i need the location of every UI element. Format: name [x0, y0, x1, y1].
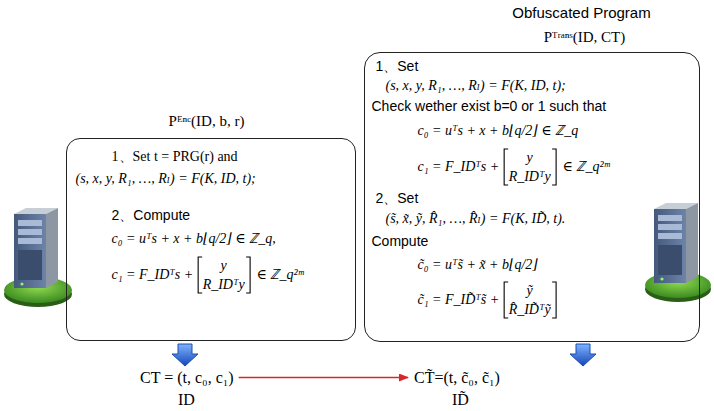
ciphertext-label: ID̃	[452, 390, 469, 409]
vector-bracket	[198, 257, 202, 293]
program-heading: Obfuscated Program	[512, 4, 650, 22]
formula-part: c₁ = F_IDᵀs +	[418, 158, 500, 175]
program-line: Check wether exist b=0 or 1 such that	[372, 98, 607, 115]
drive-bay	[18, 229, 42, 235]
vector-bracket	[552, 149, 556, 185]
program-line: (s, x, y, R₁, …, Rₗ) = F(K, ID, t);	[386, 77, 566, 94]
vector-bracket	[504, 282, 508, 318]
drive-bay	[658, 224, 682, 230]
program-line: c₀ = uᵀs + x + b⌊q/2⌋ ∈ ℤ_q	[418, 122, 579, 139]
formula-part: ∈ ℤ_q²ᵐ	[563, 158, 610, 175]
program-line: Compute	[372, 233, 429, 250]
drive-bay	[658, 233, 682, 239]
formula-part: R_IDᵀy	[203, 276, 245, 293]
server-illustration	[4, 208, 72, 307]
program-line: c₀ = uᵀs + x + b⌊q/2⌋ ∈ ℤ_q,	[112, 230, 276, 247]
server-grille	[658, 245, 682, 275]
formula-part: R̂_ID̃ᵀỹ	[509, 301, 551, 318]
drive-bay	[658, 215, 682, 221]
server-side	[686, 203, 698, 283]
vector-bracket	[246, 257, 250, 293]
status-light	[20, 282, 23, 285]
server-grille	[18, 250, 42, 280]
program-box: Pᴱⁿᶜ(ID, b, r)1、Set t = PRG(r) and(s, x,…	[66, 138, 356, 341]
program-line: (s, x, y, R₁, …, Rₗ) = F(K, ID, t);	[76, 170, 256, 187]
formula-part: c̃₁ = F_ID̃ᵀs̃ +	[418, 291, 500, 308]
formula-part: y	[527, 149, 533, 166]
ciphertext-label: ID	[178, 390, 195, 409]
program-line: c̃₀ = uᵀs̃ + x̃ + b⌊q/2⌋	[418, 256, 538, 273]
program-box: Obfuscated ProgramPᵀʳᵃⁿˢ(ID, CT)1、Set(s,…	[364, 52, 700, 342]
server-side	[46, 208, 58, 288]
program-line: 1、Set t = PRG(r) and	[112, 148, 238, 165]
formula-part: ∈ ℤ_q²ᵐ	[257, 266, 304, 283]
vector-bracket	[504, 149, 508, 185]
formula-part: R_IDᵀy	[509, 168, 551, 185]
status-light	[660, 277, 663, 280]
program-heading: Pᵀʳᵃⁿˢ(ID, CT)	[544, 28, 626, 46]
down-arrow	[570, 344, 596, 366]
transform-arrow	[239, 377, 408, 378]
formula-part: c₁ = F_IDᵀs +	[112, 266, 194, 283]
server-front	[14, 214, 46, 288]
ciphertext-label: CT̃=(t, c̃₀, c̃₁)	[414, 368, 500, 387]
formula-part: y	[221, 257, 227, 274]
program-line: 1、Set	[376, 58, 419, 75]
drive-bay	[18, 220, 42, 226]
vector-bracket	[552, 282, 556, 318]
drive-bay	[18, 238, 42, 244]
program-line: 2、Compute	[112, 207, 191, 224]
ciphertext-label: CT = (t, c₀, c₁)	[140, 368, 234, 387]
program-heading: Pᴱⁿᶜ(ID, b, r)	[169, 112, 245, 130]
down-arrow	[172, 344, 198, 366]
server-illustration	[645, 203, 711, 302]
server-front	[654, 209, 686, 283]
formula-part: ỹ	[527, 282, 533, 299]
program-line: (s̃, x̃, ỹ, R̂₁, …, R̂ₗ) = F(K, ID̃, t)…	[386, 210, 566, 227]
program-line: 2、Set	[376, 190, 419, 207]
